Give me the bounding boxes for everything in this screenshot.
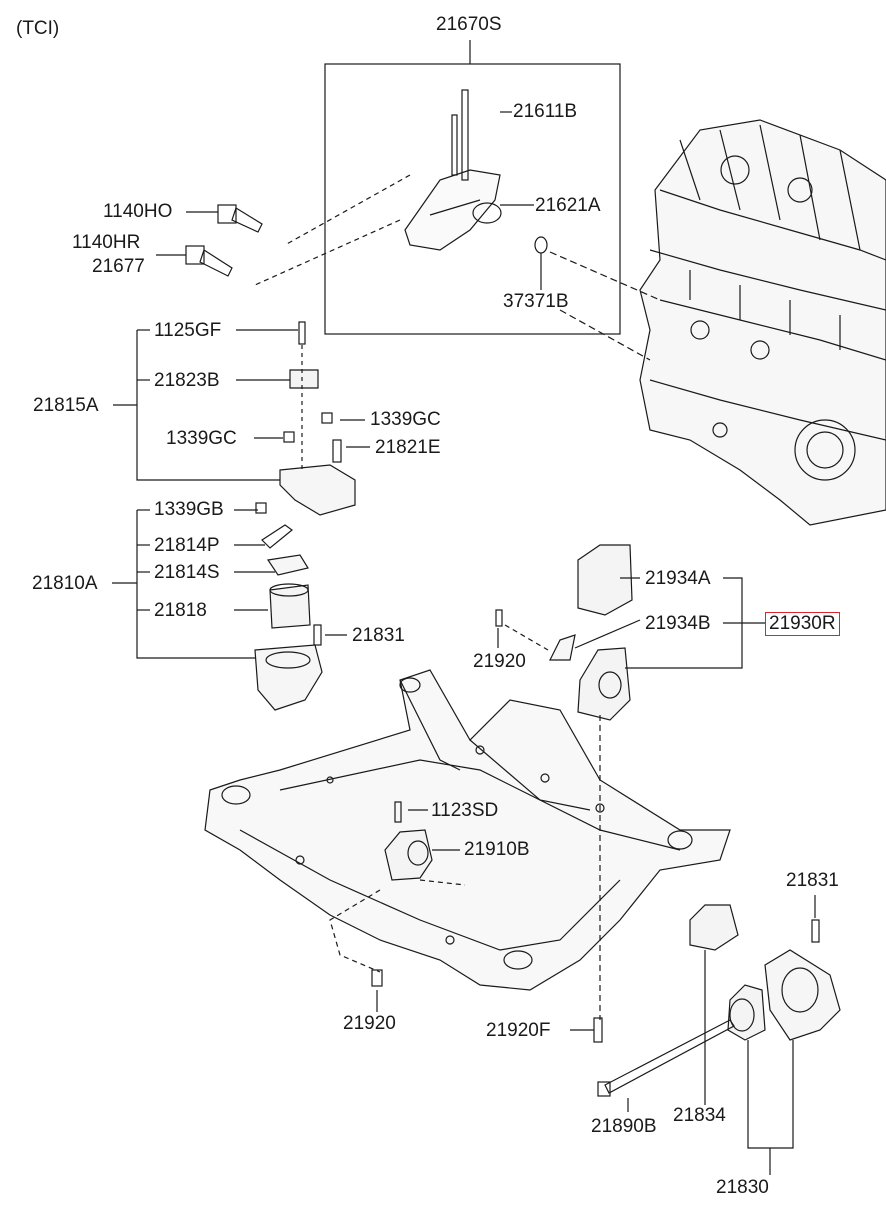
part-label-21890B[interactable]: 21890B: [591, 1116, 657, 1137]
variant-label: (TCI): [16, 18, 60, 39]
bracket-21621A-illustration: [404, 89, 548, 254]
part-label-21920F[interactable]: 21920F: [486, 1020, 551, 1041]
part-label-21821E[interactable]: 21821E: [375, 437, 441, 458]
part-label-1339GB[interactable]: 1339GB: [154, 499, 224, 520]
mount-21910B-illustration: [384, 801, 433, 881]
part-label-1339GC-left[interactable]: 1339GC: [166, 428, 237, 449]
group-box-21670S: [324, 63, 621, 335]
bolt-1140HR-illustration: [185, 245, 233, 277]
bolt-1140HO-illustration: [217, 204, 263, 233]
mount-21830-illustration: [597, 904, 841, 1097]
bolt-21920F-illustration: [593, 1017, 603, 1043]
part-label-21934B[interactable]: 21934B: [645, 613, 711, 634]
part-label-1140HO[interactable]: 1140HO: [103, 201, 173, 222]
part-label-21823B[interactable]: 21823B: [154, 370, 220, 391]
part-label-37371B[interactable]: 37371B: [503, 291, 569, 312]
part-label-21810A[interactable]: 21810A: [32, 573, 98, 594]
part-label-21815A[interactable]: 21815A: [33, 395, 99, 416]
part-label-21920-lower[interactable]: 21920: [343, 1013, 396, 1034]
mount-21810A-illustration: [254, 502, 323, 711]
part-label-21611B[interactable]: 21611B: [513, 101, 578, 122]
part-label-21920-upper[interactable]: 21920: [473, 651, 526, 672]
part-label-21677[interactable]: 21677: [92, 256, 145, 277]
part-label-1140HR[interactable]: 1140HR: [72, 232, 141, 253]
bolt-21920-lower-illustration: [371, 969, 383, 987]
mount-21930R-illustration: [495, 544, 633, 721]
subframe-illustration: [204, 669, 731, 991]
part-label-21934A[interactable]: 21934A: [645, 568, 711, 589]
engine-block-illustration: [639, 119, 886, 526]
part-label-21834[interactable]: 21834: [673, 1105, 726, 1126]
part-label-21930R-highlighted[interactable]: 21930R: [765, 612, 840, 636]
part-label-1125GF[interactable]: 1125GF: [154, 320, 222, 341]
part-label-21818[interactable]: 21818: [154, 600, 207, 621]
part-label-1123SD[interactable]: 1123SD: [431, 800, 499, 821]
part-label-21621A[interactable]: 21621A: [535, 195, 601, 216]
part-label-21814S[interactable]: 21814S: [154, 562, 220, 583]
part-label-21814P[interactable]: 21814P: [154, 535, 220, 556]
part-label-1339GC-right[interactable]: 1339GC: [370, 409, 441, 430]
part-label-21831-lower[interactable]: 21831: [786, 870, 839, 891]
part-label-21910B[interactable]: 21910B: [464, 839, 530, 860]
part-label-21831-upper[interactable]: 21831: [352, 625, 405, 646]
part-label-21830[interactable]: 21830: [716, 1177, 769, 1198]
mount-21815A-illustration: [279, 321, 356, 516]
part-label-21670S[interactable]: 21670S: [436, 14, 502, 35]
